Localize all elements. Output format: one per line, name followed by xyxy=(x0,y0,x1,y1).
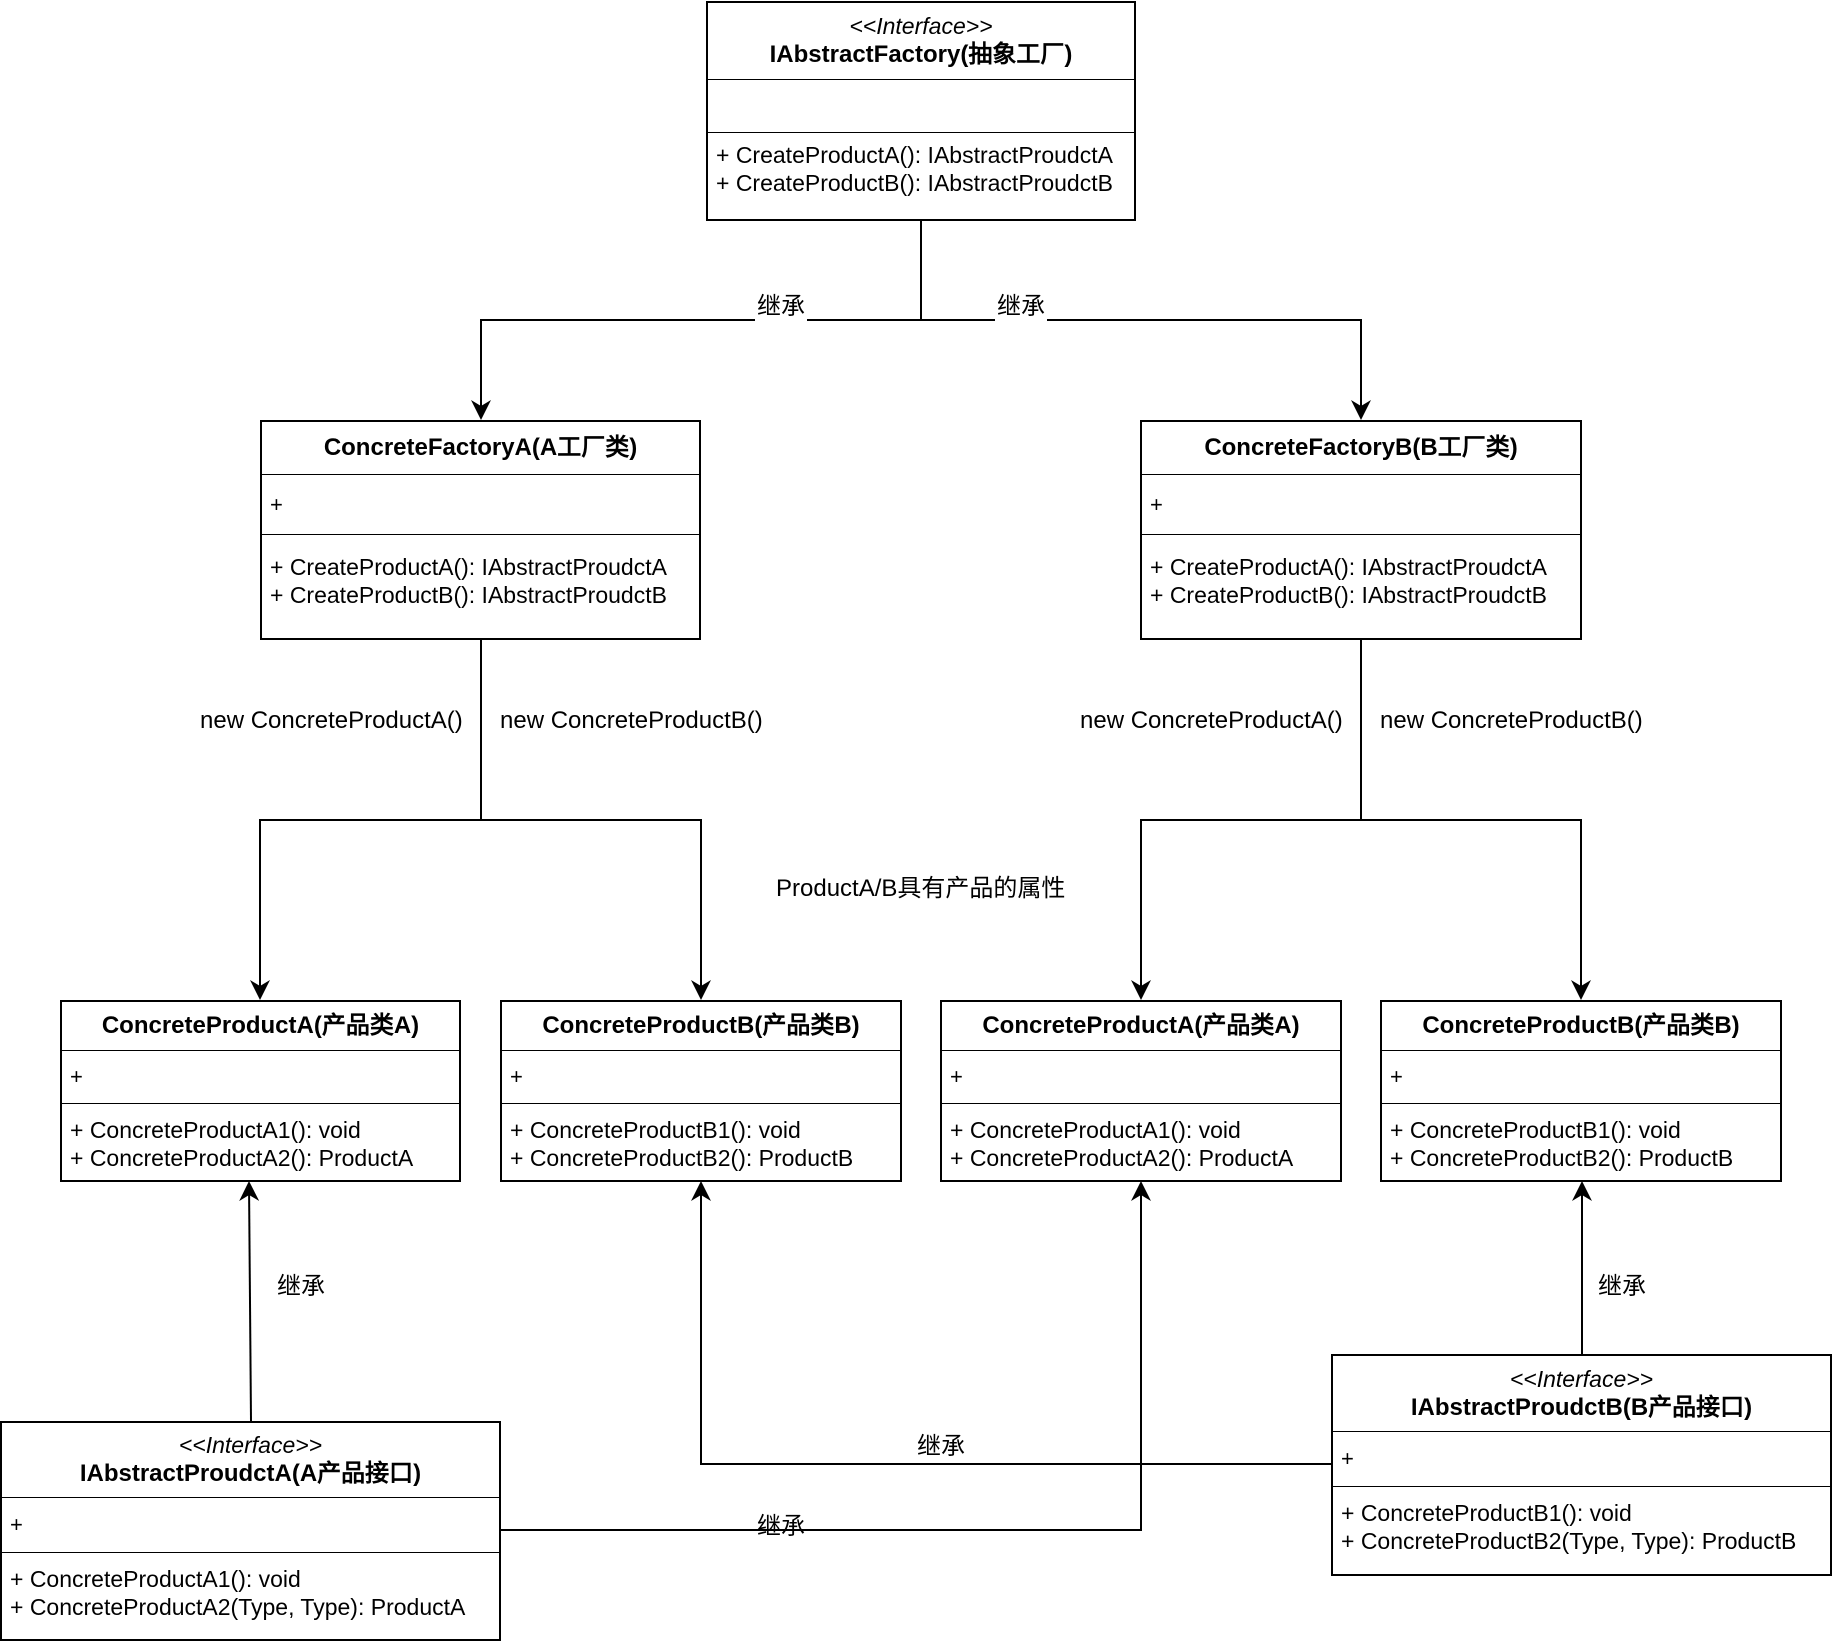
operation: + ConcreteProductA2(): ProductA xyxy=(950,1145,1294,1171)
class-name: IAbstractProudctA(A产品接口) xyxy=(79,1460,422,1487)
operation: + CreateProductA(): IAbstractProudctA xyxy=(716,142,1113,168)
class-name: ConcreteProductA(产品类A) xyxy=(982,1012,1300,1039)
abstract-product-b-interface[interactable]: <<Interface>> IAbstractProudctB(B产品接口) +… xyxy=(1331,1354,1832,1576)
concrete-product-b-left-class[interactable]: ConcreteProductB(产品类B) + + ConcreteProdu… xyxy=(500,1000,902,1182)
operations-section: + ConcreteProductA1(): void + ConcretePr… xyxy=(62,1104,459,1172)
operation: + ConcreteProductB2(): ProductB xyxy=(510,1145,854,1171)
edge-label-new-product: new ConcreteProductA() xyxy=(1078,707,1345,735)
concrete-product-a-left-class[interactable]: ConcreteProductA(产品类A) + + ConcreteProdu… xyxy=(60,1000,461,1182)
operations-section: + CreateProductA(): IAbstractProudctA + … xyxy=(1142,535,1580,609)
edge-iproduct-a-to-product-a xyxy=(239,1181,260,1422)
class-name: IAbstractFactory(抽象工厂) xyxy=(769,41,1073,68)
attributes-section: + xyxy=(262,475,699,535)
operation: + ConcreteProductA1(): void xyxy=(950,1117,1241,1143)
class-header: <<Interface>> IAbstractFactory(抽象工厂) xyxy=(708,3,1134,80)
concrete-factory-a-class[interactable]: ConcreteFactoryA(A工厂类) + + CreateProduct… xyxy=(260,420,701,640)
operation: + CreateProductB(): IAbstractProudctB xyxy=(1150,582,1547,608)
operation: + CreateProductA(): IAbstractProudctA xyxy=(270,554,667,580)
edge-label-inherit: 继承 xyxy=(1596,1266,1648,1301)
operation: + ConcreteProductA2(Type, Type): Product… xyxy=(10,1594,466,1620)
class-header: <<Interface>> IAbstractProudctA(A产品接口) xyxy=(2,1423,499,1498)
edge-label-inherit: 继承 xyxy=(755,286,807,321)
edge-factory-b-to-product-b xyxy=(1361,819,1591,1000)
class-header: ConcreteProductB(产品类B) xyxy=(1382,1002,1780,1051)
attributes-section: + xyxy=(502,1051,900,1104)
edge-factory-a-to-product-a xyxy=(250,640,482,1000)
operations-section: + ConcreteProductB1(): void + ConcretePr… xyxy=(502,1104,900,1172)
edge-label-inherit: 继承 xyxy=(757,1513,805,1540)
class-name: ConcreteProductA(产品类A) xyxy=(101,1012,420,1039)
concrete-factory-b-class[interactable]: ConcreteFactoryB(B工厂类) + + CreateProduct… xyxy=(1140,420,1582,640)
edge-label-new-product: new ConcreteProductA() xyxy=(198,707,465,735)
class-header: ConcreteProductB(产品类B) xyxy=(502,1002,900,1051)
attributes-section: + xyxy=(1382,1051,1780,1104)
edge-factory-to-factory-a xyxy=(471,221,922,420)
operations-section: + CreateProductA(): IAbstractProudctA + … xyxy=(262,535,699,609)
operation: + ConcreteProductB2(): ProductB xyxy=(1390,1145,1734,1171)
operation: + ConcreteProductA1(): void xyxy=(70,1117,361,1143)
edge-factory-to-factory-b xyxy=(921,319,1371,420)
class-header: ConcreteProductA(产品类A) xyxy=(942,1002,1340,1051)
operation: + ConcreteProductB1(): void xyxy=(1390,1117,1681,1143)
note-text: ProductA/B具有产品的属性 xyxy=(776,875,1066,902)
attributes-section: + xyxy=(942,1051,1340,1104)
concrete-product-b-right-class[interactable]: ConcreteProductB(产品类B) + + ConcreteProdu… xyxy=(1380,1000,1782,1182)
operation: + CreateProductB(): IAbstractProudctB xyxy=(716,170,1113,196)
class-name: IAbstractProudctB(B产品接口) xyxy=(1410,1393,1753,1421)
operation: + CreateProductB(): IAbstractProudctB xyxy=(270,582,667,608)
stereotype-label: <<Interface>> xyxy=(1509,1365,1654,1392)
edge-label-new-product: new ConcreteProductB() xyxy=(498,707,765,735)
operation: + ConcreteProductA1(): void xyxy=(10,1566,301,1592)
operations-section: + ConcreteProductB1(): void + ConcretePr… xyxy=(1333,1487,1830,1555)
operations-section: + CreateProductA(): IAbstractProudctA + … xyxy=(708,133,1134,197)
stereotype-label: <<Interface>> xyxy=(178,1432,323,1458)
edge-factory-a-to-product-b xyxy=(481,819,711,1000)
edge-label-inherit: 继承 xyxy=(995,286,1047,321)
edge-label-inherit: 继承 xyxy=(915,1426,967,1461)
operations-section: + ConcreteProductB1(): void + ConcretePr… xyxy=(1382,1104,1780,1172)
operation: + CreateProductA(): IAbstractProudctA xyxy=(1150,554,1547,580)
operations-section: + ConcreteProductA1(): void + ConcretePr… xyxy=(942,1104,1340,1172)
class-name: ConcreteProductB(产品类B) xyxy=(542,1012,860,1039)
attributes-section: + xyxy=(1333,1432,1830,1487)
attributes-section: + xyxy=(62,1051,459,1104)
operation: + ConcreteProductB1(): void xyxy=(1341,1500,1632,1526)
edge-factory-b-to-product-a xyxy=(1131,640,1362,1000)
attributes-section: + xyxy=(2,1498,499,1553)
edge-label-new-product: new ConcreteProductB() xyxy=(1378,707,1645,735)
class-header: <<Interface>> IAbstractProudctB(B产品接口) xyxy=(1333,1356,1830,1432)
abstract-factory-class[interactable]: <<Interface>> IAbstractFactory(抽象工厂) + C… xyxy=(706,1,1136,221)
abstract-product-a-interface[interactable]: <<Interface>> IAbstractProudctA(A产品接口) +… xyxy=(0,1421,501,1641)
class-name: ConcreteFactoryB(B工厂类) xyxy=(1204,434,1518,461)
operation: + ConcreteProductB2(Type, Type): Product… xyxy=(1341,1528,1797,1554)
operation: + ConcreteProductB1(): void xyxy=(510,1117,801,1143)
attributes-section xyxy=(708,80,1134,133)
attributes-section: + xyxy=(1142,475,1580,535)
class-header: ConcreteProductA(产品类A) xyxy=(62,1002,459,1051)
edge-iproduct-a-to-product-a-right xyxy=(500,1181,1151,1531)
operation: + ConcreteProductA2(): ProductA xyxy=(70,1145,414,1171)
stereotype-label: <<Interface>> xyxy=(849,13,993,39)
edge-iproduct-b-to-product-b-left xyxy=(691,1181,1331,1465)
class-name: ConcreteProductB(产品类B) xyxy=(1422,1012,1740,1039)
class-name: ConcreteFactoryA(A工厂类) xyxy=(323,434,638,461)
concrete-product-a-right-class[interactable]: ConcreteProductA(产品类A) + + ConcreteProdu… xyxy=(940,1000,1342,1182)
edge-label-inherit: 继承 xyxy=(275,1266,327,1301)
operations-section: + ConcreteProductA1(): void + ConcretePr… xyxy=(2,1553,499,1621)
class-header: ConcreteFactoryB(B工厂类) xyxy=(1142,422,1580,475)
class-header: ConcreteFactoryA(A工厂类) xyxy=(262,422,699,475)
